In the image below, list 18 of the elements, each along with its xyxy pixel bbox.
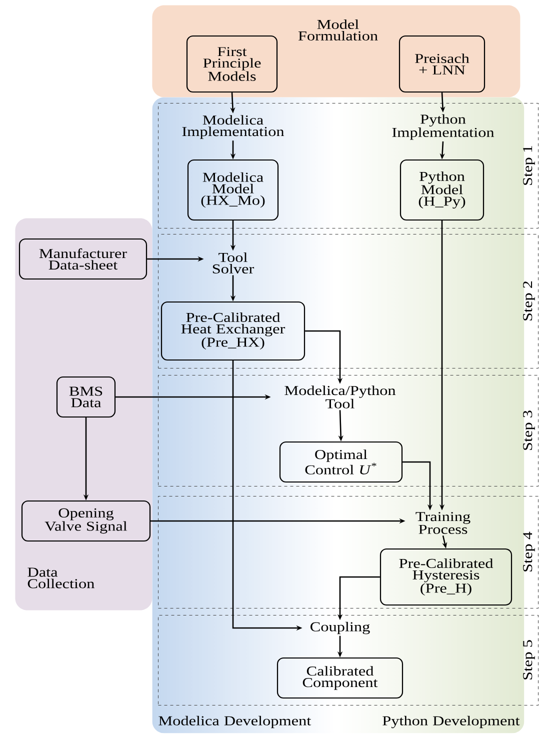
process-text: Modelica Implementation (182, 115, 284, 139)
process-box: Pre-Calibrated Hysteresis (Pre_H) (380, 548, 512, 606)
process-box: Optimal Control U$^{*}$ (279, 441, 403, 483)
process-box: Modelica Model (HX_Mo) (187, 159, 279, 221)
process-box: Opening Valve Signal (21, 500, 151, 542)
process-text: Tool Solver (212, 252, 254, 274)
process-box: Python Model (H_Py) (400, 159, 484, 221)
process-text: Modelica/Python Tool (284, 386, 396, 408)
process-box: Preisach + LNN (398, 35, 486, 93)
process-text: Coupling (310, 622, 370, 634)
process-text: Python Implementation (392, 114, 494, 140)
process-box: Calibrated Component (276, 657, 404, 699)
process-box: Pre-Calibrated Heat Exchanger (Pre_HX) (160, 301, 306, 361)
process-box: First Principle Models (186, 35, 278, 93)
development-area: Modelica Development Python Development (158, 716, 520, 728)
process-box: Manufacturer Data-sheet (18, 238, 148, 280)
process-box: BMS Data (56, 376, 116, 418)
process-text: Training Process (416, 512, 470, 534)
